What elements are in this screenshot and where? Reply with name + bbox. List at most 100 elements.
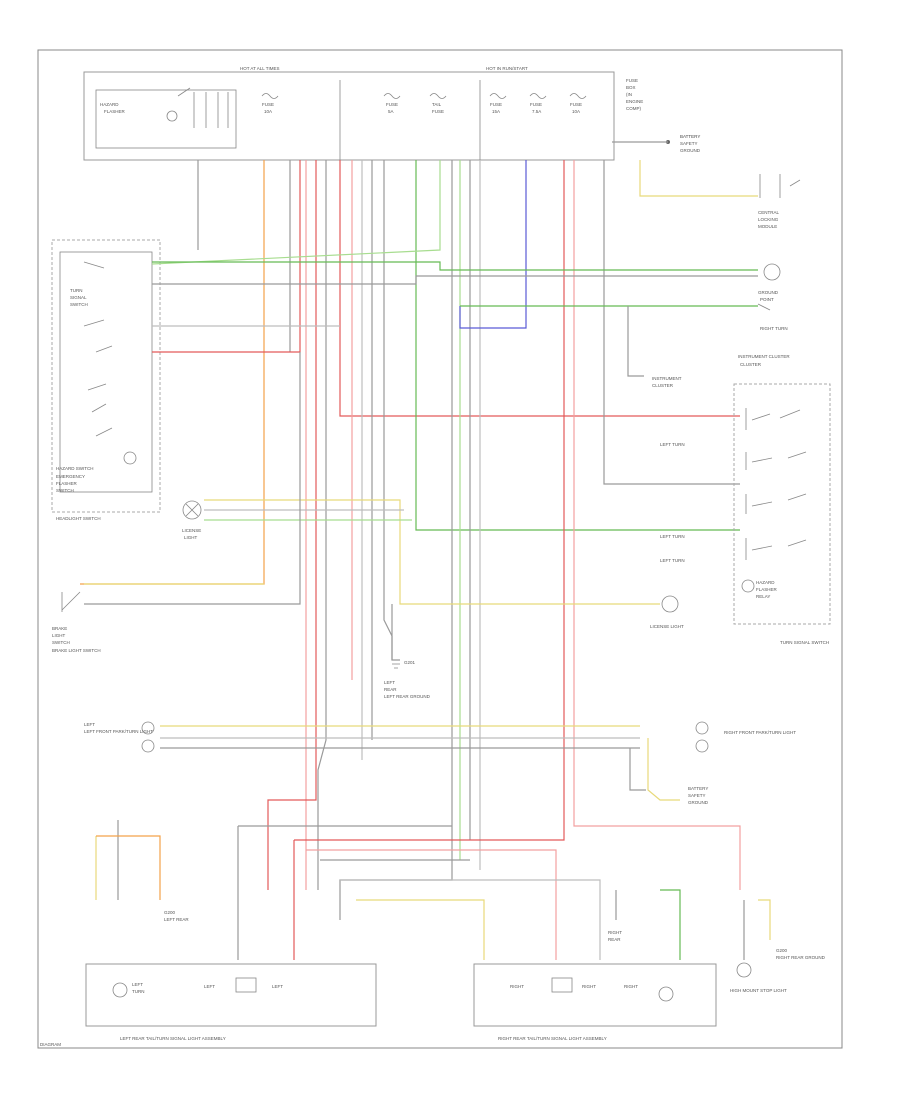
svg-text:FUSE: FUSE <box>570 102 582 107</box>
front-right-park-light: RIGHT FRONT PARK/TURN LIGHT BATTERY SAFET… <box>688 721 796 805</box>
wire-yellow-bottom-2 <box>356 899 485 960</box>
svg-text:BRAKE: BRAKE <box>52 626 67 631</box>
wire-gray-6 <box>339 160 453 920</box>
wire-gray-license <box>391 604 400 661</box>
svg-text:RELAY: RELAY <box>756 594 770 599</box>
left-assembly-label: LEFT REAR TAIL/TURN SIGNAL LIGHT ASSEMBL… <box>120 1036 226 1041</box>
svg-text:FUSE: FUSE <box>386 102 398 107</box>
svg-text:15A: 15A <box>492 109 500 114</box>
svg-text:LEFT: LEFT <box>384 680 395 685</box>
wire-yellow-right-gnd <box>647 738 680 801</box>
svg-text:FLASHER: FLASHER <box>104 109 126 114</box>
svg-text:RIGHT: RIGHT <box>582 984 596 989</box>
svg-text:FLASHER: FLASHER <box>756 587 778 592</box>
fuse-1: FUSE 10A <box>261 93 279 114</box>
svg-text:LIGHT: LIGHT <box>52 633 66 638</box>
wire-gray-bus <box>152 275 758 285</box>
fuse-5: FUSE 7.5A <box>529 93 547 114</box>
instrument-cluster-label: INSTRUMENT CLUSTER <box>738 354 790 359</box>
svg-text:LEFT TURN: LEFT TURN <box>660 534 685 539</box>
hazard-label: HAZARD SWITCH <box>56 466 94 471</box>
svg-text:TAIL: TAIL <box>432 102 442 107</box>
wire-gray-3 <box>317 160 327 890</box>
svg-text:LEFT TURN: LEFT TURN <box>660 558 685 563</box>
svg-text:FLASHER: FLASHER <box>56 481 78 486</box>
svg-text:SAFETY: SAFETY <box>680 141 698 146</box>
svg-text:GROUND: GROUND <box>758 290 779 295</box>
wire-yellow-hm <box>758 899 771 940</box>
svg-text:INSTRUMENT: INSTRUMENT <box>652 376 682 381</box>
front-left-label: LEFT FRONT PARK/TURN LIGHT <box>84 729 153 734</box>
svg-text:REAR: REAR <box>608 937 621 942</box>
wire-green-bottom <box>660 889 681 960</box>
wire-orange-bottom <box>96 835 161 900</box>
front-right-label: RIGHT FRONT PARK/TURN LIGHT <box>724 730 796 735</box>
svg-text:LICENSE: LICENSE <box>182 528 201 533</box>
svg-text:MODULE: MODULE <box>758 224 777 229</box>
svg-text:FUSE: FUSE <box>432 109 444 114</box>
wire-red-1 <box>152 160 301 353</box>
svg-text:LEFT: LEFT <box>272 984 283 989</box>
brake-switch-label: BRAKE LIGHT SWITCH <box>52 648 101 653</box>
svg-text:FUSE: FUSE <box>530 102 542 107</box>
svg-text:FUSE: FUSE <box>626 78 638 83</box>
svg-text:LEFT TURN: LEFT TURN <box>660 442 685 447</box>
ground-right-label: RIGHT REAR GROUND <box>776 955 826 960</box>
wire-pink-3 <box>573 160 741 890</box>
svg-text:LEFT: LEFT <box>132 982 143 987</box>
svg-text:SWITCH: SWITCH <box>70 302 88 307</box>
svg-text:FUSE: FUSE <box>490 102 502 107</box>
wire-pink-bottom <box>306 849 557 960</box>
wire-gray-right-gnd <box>629 748 646 791</box>
svg-text:LIGHT: LIGHT <box>184 535 198 540</box>
svg-text:BATTERY: BATTERY <box>688 786 708 791</box>
wire-gray-5 <box>383 160 393 660</box>
svg-text:TURN: TURN <box>70 288 83 293</box>
svg-text:RIGHT TURN: RIGHT TURN <box>760 326 788 331</box>
diagram-corner-code: DIAGRAM <box>40 1042 61 1047</box>
svg-text:10A: 10A <box>264 109 272 114</box>
svg-text:BOX: BOX <box>626 85 636 90</box>
high-mount-stop-light: HIGH MOUNT STOP LIGHT G200 RIGHT REAR GR… <box>730 948 826 993</box>
fuse-junction-box: HOT AT ALL TIMES HOT IN RUN/START HAZARD… <box>83 66 615 161</box>
right-assembly-label: RIGHT REAR TAIL/TURN SIGNAL LIGHT ASSEMB… <box>498 1036 607 1041</box>
wire-red-bottom-2 <box>294 800 565 841</box>
ground-left-label: LEFT REAR GROUND <box>384 694 431 699</box>
svg-text:LEFT: LEFT <box>204 984 215 989</box>
wire-yellow-1 <box>204 499 660 605</box>
svg-text:7.5A: 7.5A <box>532 109 541 114</box>
svg-text:G201: G201 <box>404 660 416 665</box>
svg-text:LOCKING: LOCKING <box>758 217 779 222</box>
svg-text:RIGHT: RIGHT <box>624 984 638 989</box>
svg-text:FUSE: FUSE <box>262 102 274 107</box>
svg-text:HAZARD: HAZARD <box>100 102 119 107</box>
wire-red-3 <box>339 160 740 417</box>
fuse-3: TAIL FUSE <box>429 93 447 114</box>
fuse-4: FUSE 15A <box>489 93 507 114</box>
svg-text:GROUND: GROUND <box>688 800 709 805</box>
wire-lgreen-1 <box>151 160 441 265</box>
wire-green-bus <box>152 261 758 271</box>
high-mount-label: HIGH MOUNT STOP LIGHT <box>730 988 787 993</box>
svg-text:LEFT: LEFT <box>84 722 95 727</box>
wire-gray-brake <box>84 352 301 605</box>
svg-text:SIGNAL: SIGNAL <box>70 295 87 300</box>
wire-gray-8 <box>603 160 740 485</box>
wire-green-1 <box>415 160 740 531</box>
fuse-box-label-left: HOT AT ALL TIMES <box>240 66 280 71</box>
svg-text:G200: G200 <box>776 948 788 953</box>
svg-text:COMP): COMP) <box>626 106 642 111</box>
svg-text:GROUND: GROUND <box>680 148 701 153</box>
svg-text:EMERGENCY: EMERGENCY <box>56 474 85 479</box>
svg-text:SAFETY: SAFETY <box>688 793 706 798</box>
license-label: LICENSE LIGHT <box>650 624 684 629</box>
